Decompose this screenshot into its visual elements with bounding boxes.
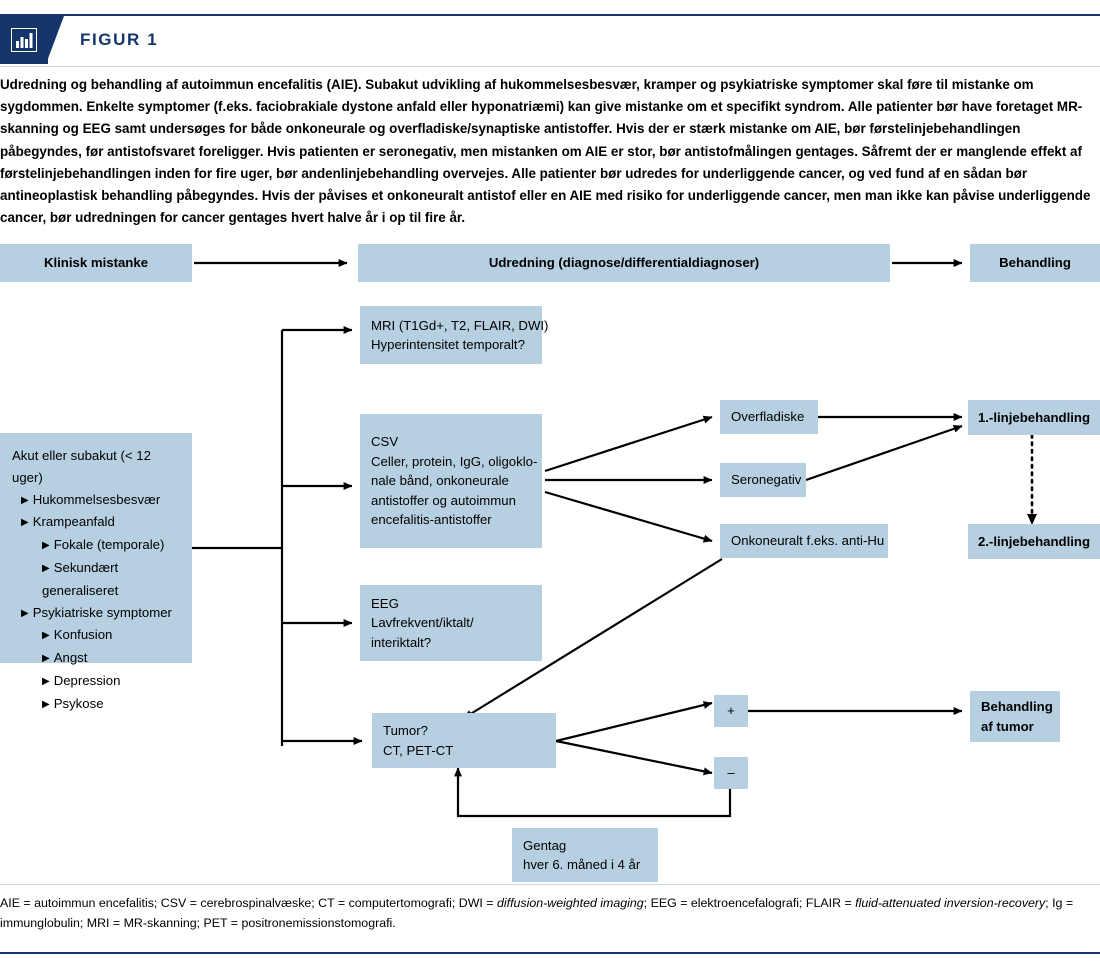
box-symptoms[interactable]: Akut eller subakut (< 12 uger) ▶Hukommel… (0, 433, 192, 711)
symptom-item: ▶Fokale (temporale) (12, 534, 182, 557)
footnote-part: ; EEG = elektroencefalografi; FLAIR = (643, 896, 856, 910)
figure-badge-slant (46, 16, 64, 64)
box-tumor-positive[interactable]: + (714, 695, 748, 727)
box-eeg-line: EEG (371, 595, 399, 611)
box-csv-line: nale bånd, onkoneurale (371, 473, 509, 489)
box-repeat-screening[interactable]: Gentag hver 6. måned i 4 år (512, 828, 658, 882)
box-second-line-treatment[interactable]: 2.-linjebehandling (968, 524, 1100, 559)
box-tumor-line: CT, PET-CT (383, 742, 454, 758)
box-mri[interactable]: MRI (T1Gd+, T2, FLAIR, DWI) Hyperintensi… (360, 306, 549, 364)
triangle-bullet-icon: ▶ (21, 517, 29, 529)
footer-bottom-rule (0, 952, 1100, 954)
box-tumor-positive-label: + (727, 703, 735, 719)
box-onconeural-label: Onkoneuralt f.eks. anti-Hu (731, 533, 885, 549)
box-seronegative-label: Seronegativ (731, 472, 802, 488)
box-clinical-suspicion-label: Klinisk mistanke (43, 255, 149, 271)
symptoms-title: Akut eller subakut (< 12 uger) (12, 448, 151, 485)
box-csv-line: antistoffer og autoimmun (371, 492, 516, 508)
bar-chart-icon (11, 28, 37, 52)
box-repeat-screening-line: hver 6. måned i 4 år (523, 857, 641, 872)
box-eeg-line: Lavfrekvent/iktalt/ (371, 615, 474, 631)
box-workup[interactable]: Udredning (diagnose/differentialdiagnose… (358, 244, 890, 282)
box-seronegative[interactable]: Seronegativ (720, 463, 806, 497)
symptom-item: ▶Angst (12, 647, 182, 670)
box-tumor[interactable]: Tumor? CT, PET-CT (372, 713, 556, 768)
box-clinical-suspicion[interactable]: Klinisk mistanke (0, 244, 192, 282)
box-csv-line: Celler, protein, IgG, oligoklo- (371, 453, 538, 469)
symptom-item: ▶Krampeanfald (12, 511, 182, 534)
symptom-item: ▶Konfusion (12, 624, 182, 647)
box-tumor-line: Tumor? (383, 723, 428, 738)
box-repeat-screening-line: Gentag (523, 837, 567, 853)
triangle-bullet-icon: ▶ (42, 675, 50, 687)
box-tumor-negative-label: – (727, 765, 735, 781)
triangle-bullet-icon: ▶ (42, 630, 50, 642)
footnote-part-italic: fluid-attenuated inversion-recovery (855, 896, 1046, 910)
box-treatment[interactable]: Behandling (970, 244, 1100, 282)
header-top-rule (0, 14, 1100, 16)
box-second-line-treatment-label: 2.-linjebehandling (977, 533, 1091, 549)
box-first-line-treatment-label: 1.-linjebehandling (977, 409, 1091, 425)
symptom-item: ▶Sekundært generaliseret (42, 559, 119, 598)
symptom-item: ▶Depression (12, 670, 182, 693)
symptom-item: ▶Hukommelsesbesvær (12, 489, 182, 512)
header-bottom-rule (0, 66, 1100, 67)
box-treatment-label: Behandling (999, 255, 1071, 271)
box-tumor-negative[interactable]: – (714, 757, 748, 789)
symptom-item: ▶Psykiatriske symptomer (12, 602, 182, 625)
footnote-part: ; Ig = immunglobulin; MRI = MR-skanning;… (0, 896, 1074, 930)
flowchart-canvas: Klinisk mistanke Udredning (diagnose/dif… (0, 236, 1100, 884)
footnote-top-rule (0, 884, 1100, 885)
box-onconeural[interactable]: Onkoneuralt f.eks. anti-Hu (720, 524, 888, 558)
box-mri-line: MRI (T1Gd+, T2, FLAIR, DWI) (371, 317, 549, 333)
box-tumor-treatment-line: af tumor (981, 718, 1034, 734)
box-mri-line: Hyperintensitet temporalt? (371, 337, 525, 352)
box-workup-label: Udredning (diagnose/differentialdiagnose… (488, 255, 760, 271)
triangle-bullet-icon: ▶ (42, 653, 50, 665)
figure-caption: Udredning og behandling af autoimmun enc… (0, 77, 1091, 226)
footnote-part-italic: diffusion-weighted imaging (496, 896, 644, 910)
box-first-line-treatment[interactable]: 1.-linjebehandling (968, 400, 1100, 435)
box-csv[interactable]: CSV Celler, protein, IgG, oligoklo- nale… (360, 414, 542, 548)
symptom-item: ▶Psykose (12, 693, 182, 716)
box-eeg[interactable]: EEG Lavfrekvent/iktalt/ interiktalt? (360, 585, 542, 661)
box-csv-line: encefalitis-antistoffer (371, 512, 492, 528)
triangle-bullet-icon: ▶ (21, 494, 29, 506)
box-surface-antibodies[interactable]: Overfladiske (720, 400, 818, 434)
box-surface-antibodies-label: Overfladiske (731, 409, 805, 425)
box-tumor-treatment-line: Behandling (981, 699, 1053, 714)
triangle-bullet-icon: ▶ (42, 562, 50, 574)
triangle-bullet-icon: ▶ (42, 698, 50, 710)
flowchart-connectors (192, 259, 1037, 818)
box-eeg-line: interiktalt? (371, 634, 432, 650)
figure-label: FIGUR 1 (80, 30, 159, 49)
abbreviations-footnote: AIE = autoimmun encefalitis; CSV = cereb… (0, 893, 1100, 933)
footnote-part: AIE = autoimmun encefalitis; CSV = cereb… (0, 896, 497, 910)
figure-badge (0, 16, 48, 64)
triangle-bullet-icon: ▶ (21, 607, 29, 619)
box-csv-line: CSV (371, 434, 399, 450)
box-tumor-treatment[interactable]: Behandling af tumor (970, 691, 1060, 742)
triangle-bullet-icon: ▶ (42, 540, 50, 552)
